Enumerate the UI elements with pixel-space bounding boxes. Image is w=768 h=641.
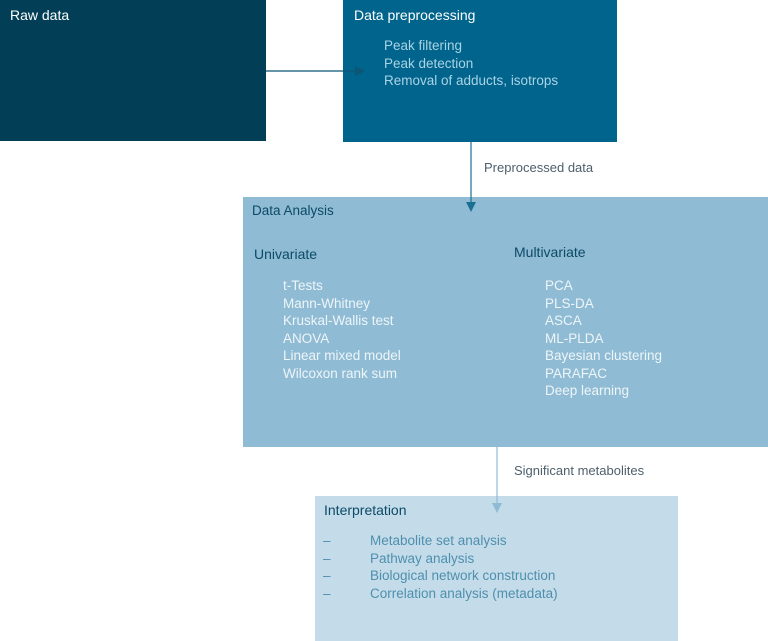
univariate-method: Wilcoxon rank sum — [283, 365, 398, 381]
bullet-dash: – — [323, 585, 331, 601]
interpretation-items-list: – Metabolite set analysis – Pathway analysi… — [323, 532, 558, 602]
multivariate-method: PLS-DA — [545, 295, 594, 311]
multivariate-method: Deep learning — [545, 383, 630, 398]
data-analysis-title: Data Analysis — [252, 203, 334, 218]
univariate-method: t-Tests — [283, 278, 323, 293]
arrow-preprocessing-to-analysis — [466, 142, 476, 212]
interpretation-item-label: Metabolite set analysis — [370, 533, 507, 548]
edge-label-significant-metabolites: Significant metabolites — [514, 463, 645, 478]
edge-label-preprocessed-data: Preprocessed data — [484, 160, 594, 175]
preprocessing-step: Peak detection — [384, 55, 474, 71]
interpretation-item-label: Pathway analysis — [370, 550, 475, 566]
univariate-method: ANOVA — [283, 330, 330, 346]
multivariate-method: PARAFAC — [545, 365, 608, 381]
arrow-raw-to-preprocessing — [266, 66, 365, 76]
preprocessing-step: Peak filtering — [384, 38, 463, 53]
data-analysis-box: Data Analysis Univariate Multivariate t-… — [243, 197, 768, 447]
data-preprocessing-title: Data preprocessing — [354, 7, 476, 23]
univariate-method: Linear mixed model — [283, 348, 401, 363]
preprocessing-step: Removal of adducts, isotrops — [384, 73, 559, 88]
bullet-dash: – — [323, 533, 331, 548]
raw-data-box: Raw data — [0, 0, 266, 141]
multivariate-method: Bayesian clustering — [545, 348, 663, 363]
interpretation-item-label: Correlation analysis (metadata) — [370, 585, 558, 601]
multivariate-method: ML-PLDA — [545, 330, 604, 346]
interpretation-title: Interpretation — [324, 502, 407, 518]
raw-data-title: Raw data — [10, 7, 70, 23]
multivariate-method: ASCA — [545, 313, 582, 328]
interpretation-box: Interpretation –Metabolite set analysis–… — [315, 496, 678, 641]
univariate-heading: Univariate — [254, 246, 318, 262]
interpretation-item: – Correlation analysis (metadata) — [323, 585, 558, 603]
multivariate-heading: Multivariate — [514, 244, 586, 260]
interpretation-item: – Metabolite set analysis — [323, 532, 558, 550]
interpretation-item: – Pathway analysis — [323, 550, 558, 568]
multivariate-method: PCA — [545, 278, 573, 293]
arrow-analysis-to-interpretation — [492, 447, 502, 513]
bullet-dash: – — [323, 550, 331, 566]
interpretation-item-label: Biological network construction — [370, 568, 556, 583]
univariate-method: Kruskal-Wallis test — [283, 313, 394, 328]
bullet-dash: – — [323, 568, 331, 583]
interpretation-item: – Biological network construction — [323, 567, 558, 585]
univariate-method: Mann-Whitney — [283, 295, 371, 311]
